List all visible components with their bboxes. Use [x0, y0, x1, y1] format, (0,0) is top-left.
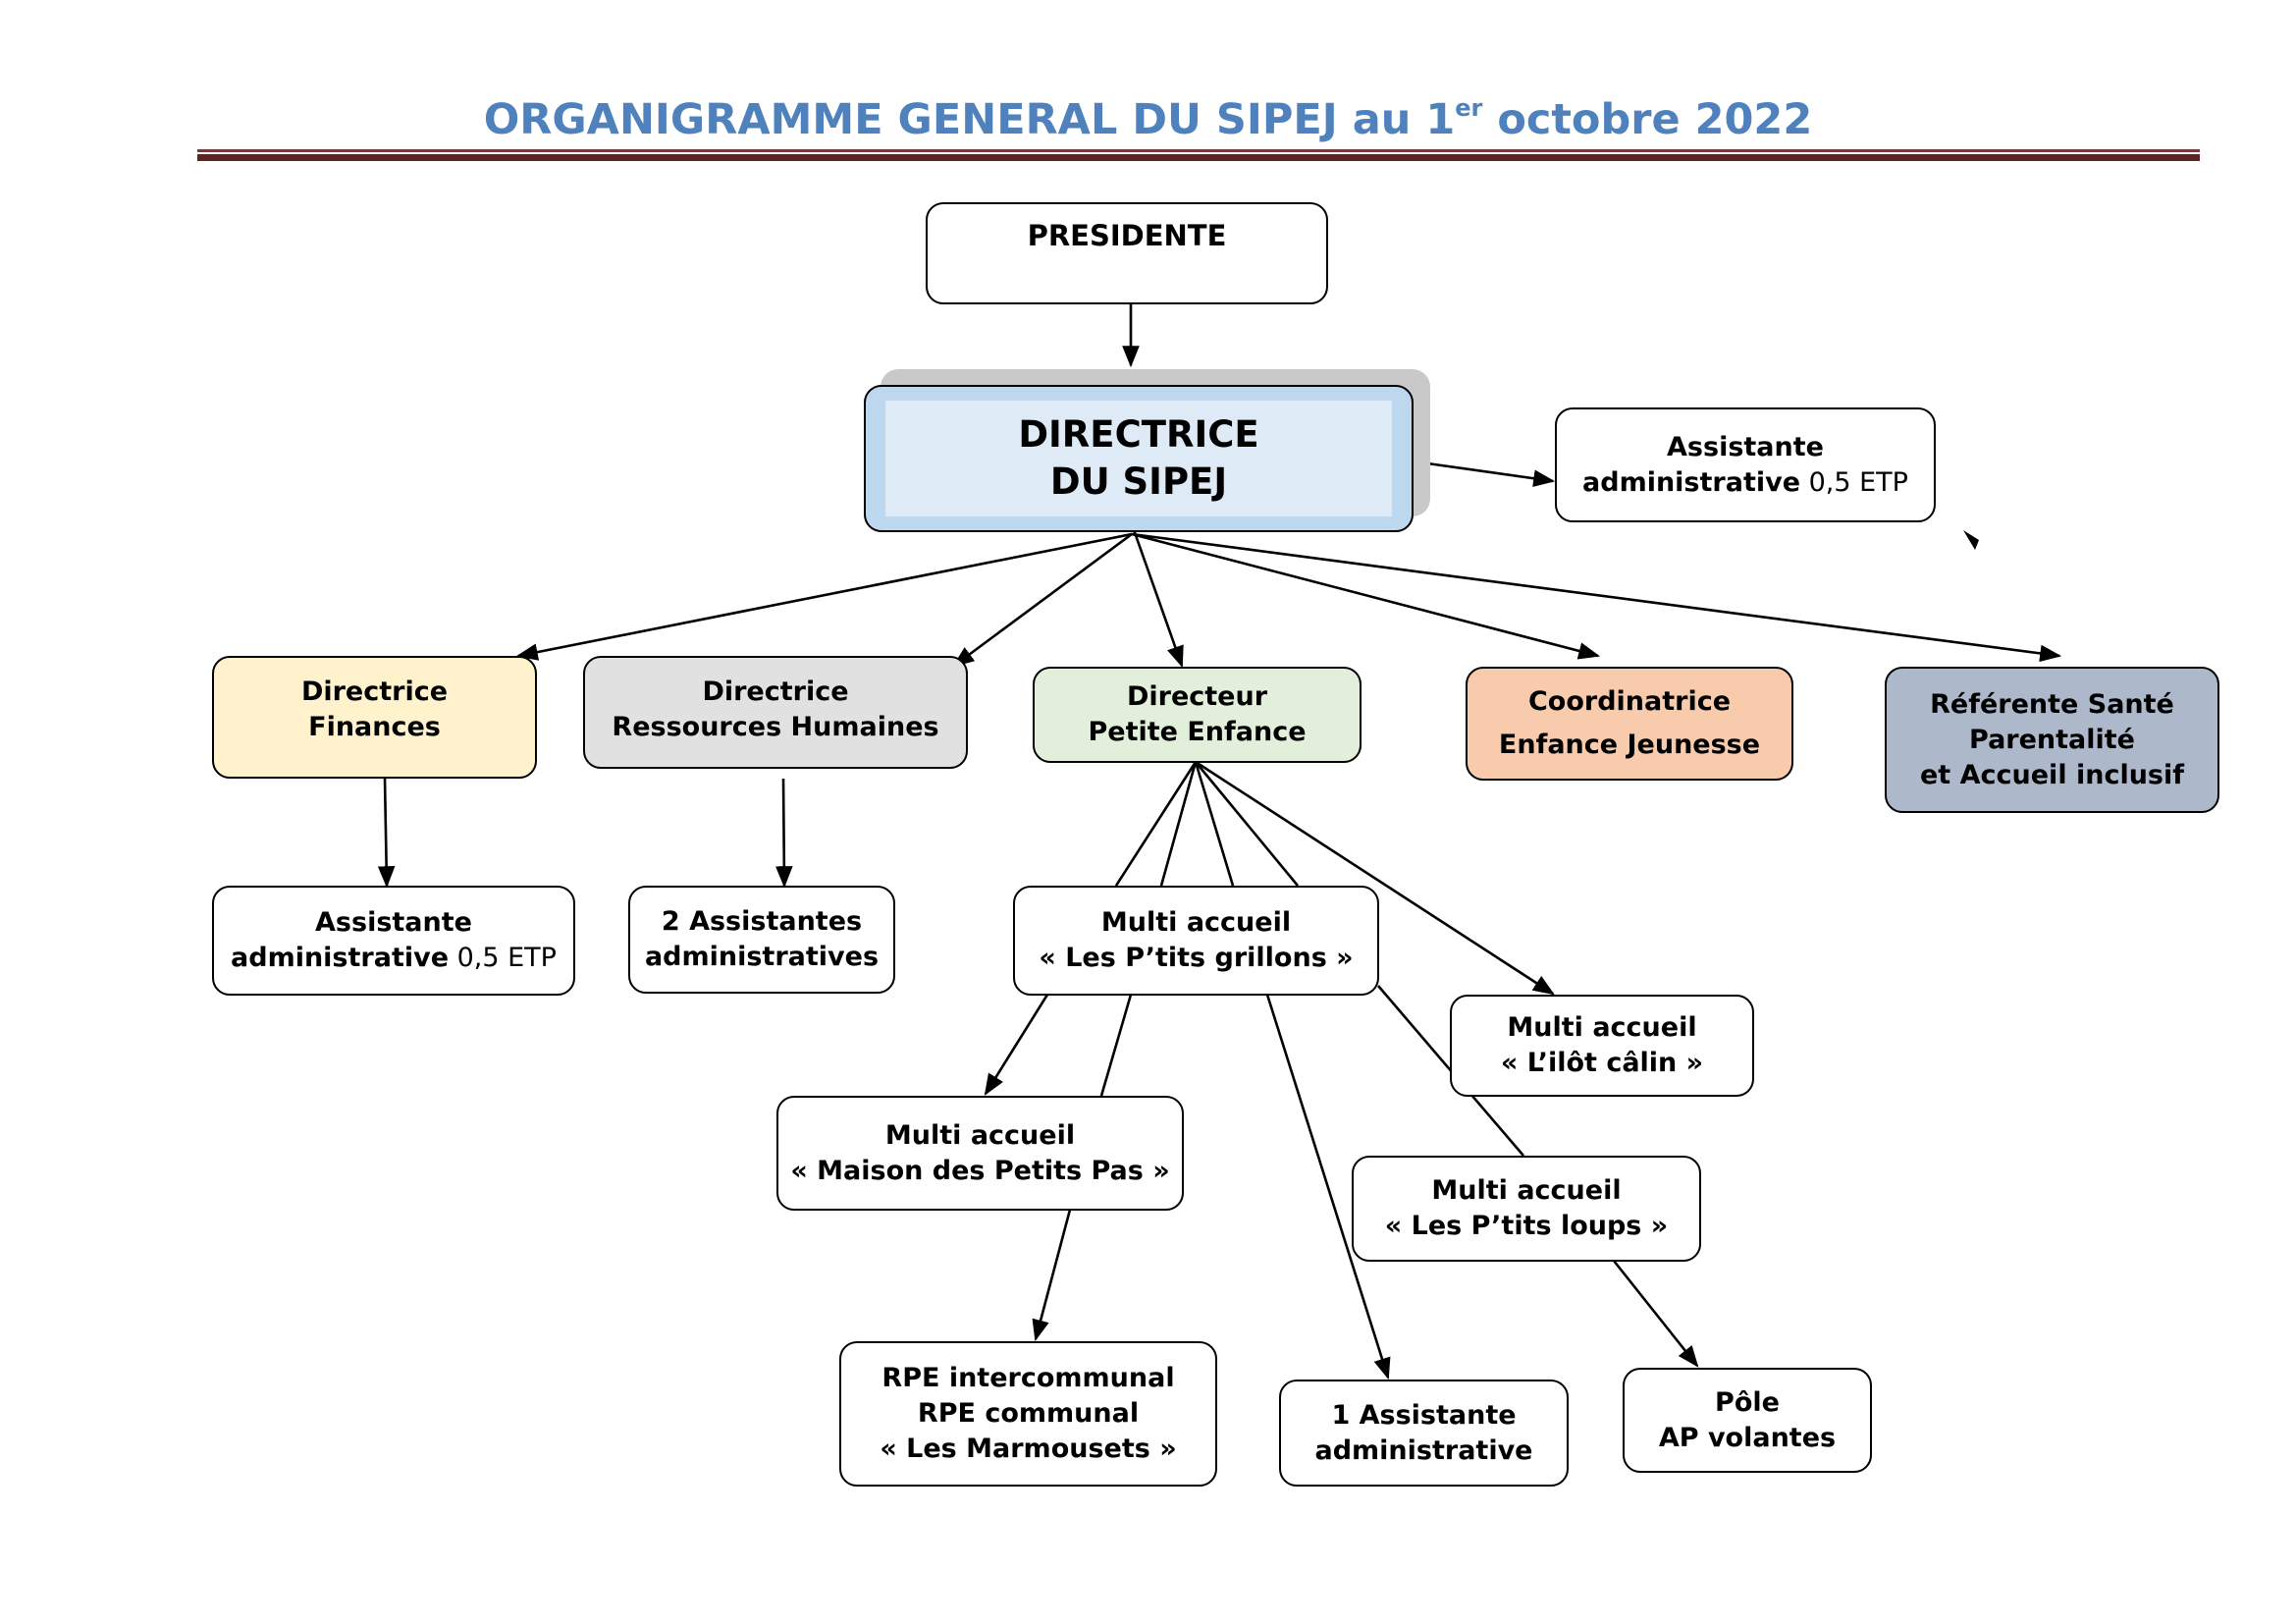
node-referente-line-2: Parentalité — [1969, 724, 2135, 755]
node-maison-line-1: Multi accueil — [884, 1119, 1076, 1151]
link-grillons-rpe-b — [1032, 1209, 1072, 1342]
title-end: octobre 2022 — [1482, 95, 1813, 144]
node-coordinatrice-line-2: Enfance Jeunesse — [1498, 730, 1761, 760]
node-rpe: RPE intercommunal RPE communal « Les Mar… — [839, 1341, 1217, 1487]
node-directrice-line-1: DIRECTRICE — [1018, 413, 1259, 456]
node-grillons-line-1: Multi accueil — [1100, 907, 1292, 938]
title-rule-thin — [197, 149, 2200, 152]
link-directrice-finances — [515, 532, 1133, 661]
node-finances-line-1: Directrice — [300, 677, 449, 707]
link-rh-assistantes — [775, 778, 793, 889]
node-directrice-inner — [885, 401, 1392, 516]
link-pe-spoke-3 — [1194, 761, 1235, 887]
node-assistantes-rh: 2 Assistantes administratives — [628, 886, 895, 994]
node-assistante-pe-line-1: 1 Assistante — [1331, 1399, 1517, 1431]
node-assistantes-rh-line-1: 2 Assistantes — [661, 906, 863, 937]
node-finances: Directrice Finances — [212, 656, 537, 779]
link-finances-assistante — [377, 777, 396, 889]
node-grillons-line-2: « Les P’tits grillons » — [1039, 943, 1354, 973]
node-assistante-direction: Assistante administrative 0,5 ETP — [1555, 407, 1936, 522]
label-bold: administrative — [231, 943, 450, 973]
node-referente-line-1: Référente Santé — [1930, 688, 2174, 720]
node-coordinatrice-line-1: Coordinatrice — [1527, 686, 1732, 717]
link-directrice-petite-enfance — [1130, 523, 1184, 669]
node-rh-line-1: Directrice — [702, 677, 849, 707]
node-ilot-line-2: « L’ilôt câlin » — [1500, 1048, 1704, 1078]
label-bold: administrative — [1582, 466, 1801, 498]
node-pole: Pôle AP volantes — [1623, 1368, 1872, 1473]
node-pole-line-2: AP volantes — [1658, 1422, 1837, 1453]
link-grillons-rpe-a — [1099, 994, 1133, 1097]
stray-arrowhead — [1963, 530, 1979, 550]
node-assistantes-rh-line-2: administratives — [644, 942, 880, 972]
node-directrice-text: DIRECTRICE DU SIPEJ — [885, 401, 1392, 516]
node-presidente-label: PRESIDENTE — [1027, 219, 1227, 252]
node-rpe-line-2: RPE communal — [917, 1398, 1140, 1429]
node-assistante-finances: Assistante administrative 0,5 ETP — [212, 886, 575, 996]
link-pe-ilot — [1195, 760, 1555, 996]
node-finances-line-2: Finances — [308, 712, 441, 742]
node-assistante-finances-line-1: Assistante — [315, 907, 472, 938]
node-referente-line-3: et Accueil inclusif — [1920, 759, 2184, 790]
link-pe-spoke-2 — [1159, 761, 1198, 887]
node-assistante-direction-line-1: Assistante — [1667, 431, 1824, 462]
node-rh-line-2: Ressources Humaines — [612, 712, 939, 742]
node-loups-line-1: Multi accueil — [1431, 1175, 1622, 1206]
node-rpe-line-3: « Les Marmousets » — [880, 1434, 1177, 1464]
node-ilot: Multi accueil « L’ilôt câlin » — [1450, 995, 1754, 1097]
node-assistante-pe: 1 Assistante administrative — [1279, 1380, 1569, 1487]
node-assistante-pe-line-2: administrative — [1314, 1435, 1533, 1466]
page-title: ORGANIGRAMME GENERAL DU SIPEJ au 1er oct… — [0, 94, 2296, 144]
label-light: 0,5 ETP — [449, 943, 557, 973]
link-directrice-assistante — [1413, 460, 1556, 487]
node-maison: Multi accueil « Maison des Petits Pas » — [776, 1096, 1184, 1211]
title-main: ORGANIGRAMME GENERAL DU SIPEJ au 1 — [483, 95, 1456, 144]
node-petite-enfance: Directeur Petite Enfance — [1033, 667, 1362, 763]
link-pe-spoke-4 — [1194, 761, 1300, 887]
node-coordinatrice: Coordinatrice Enfance Jeunesse — [1466, 667, 1793, 781]
node-maison-line-2: « Maison des Petits Pas » — [790, 1155, 1170, 1186]
node-pole-line-1: Pôle — [1715, 1386, 1780, 1418]
link-directrice-referente — [1131, 532, 2062, 663]
node-referente: Référente Santé Parentalité et Accueil i… — [1885, 667, 2219, 813]
node-loups: Multi accueil « Les P’tits loups » — [1352, 1156, 1701, 1262]
link-pe-spoke-1 — [1114, 761, 1198, 887]
link-directrice-rh — [952, 532, 1133, 668]
node-rh: Directrice Ressources Humaines — [583, 656, 968, 769]
title-rule-thick — [197, 154, 2200, 161]
title-superscript: er — [1455, 94, 1483, 122]
node-loups-line-2: « Les P’tits loups » — [1384, 1211, 1669, 1241]
node-petite-enfance-line-2: Petite Enfance — [1088, 717, 1307, 747]
node-presidente: PRESIDENTE — [926, 202, 1328, 304]
link-directrice-coordinatrice — [1131, 532, 1601, 660]
node-assistante-finances-line-2: administrative 0,5 ETP — [231, 941, 557, 976]
node-grillons: Multi accueil « Les P’tits grillons » — [1013, 886, 1379, 996]
link-loups-pole — [1612, 1260, 1699, 1368]
node-directrice-line-2: DU SIPEJ — [1049, 460, 1228, 503]
node-petite-enfance-line-1: Directeur — [1126, 681, 1268, 712]
node-rpe-line-1: RPE intercommunal — [881, 1363, 1175, 1393]
link-grillons-assistante — [1265, 994, 1391, 1380]
label-light: 0,5 ETP — [1800, 466, 1908, 498]
link-grillons-maison — [984, 994, 1049, 1096]
node-ilot-line-1: Multi accueil — [1507, 1012, 1697, 1043]
node-assistante-direction-line-2: administrative 0,5 ETP — [1582, 465, 1908, 501]
